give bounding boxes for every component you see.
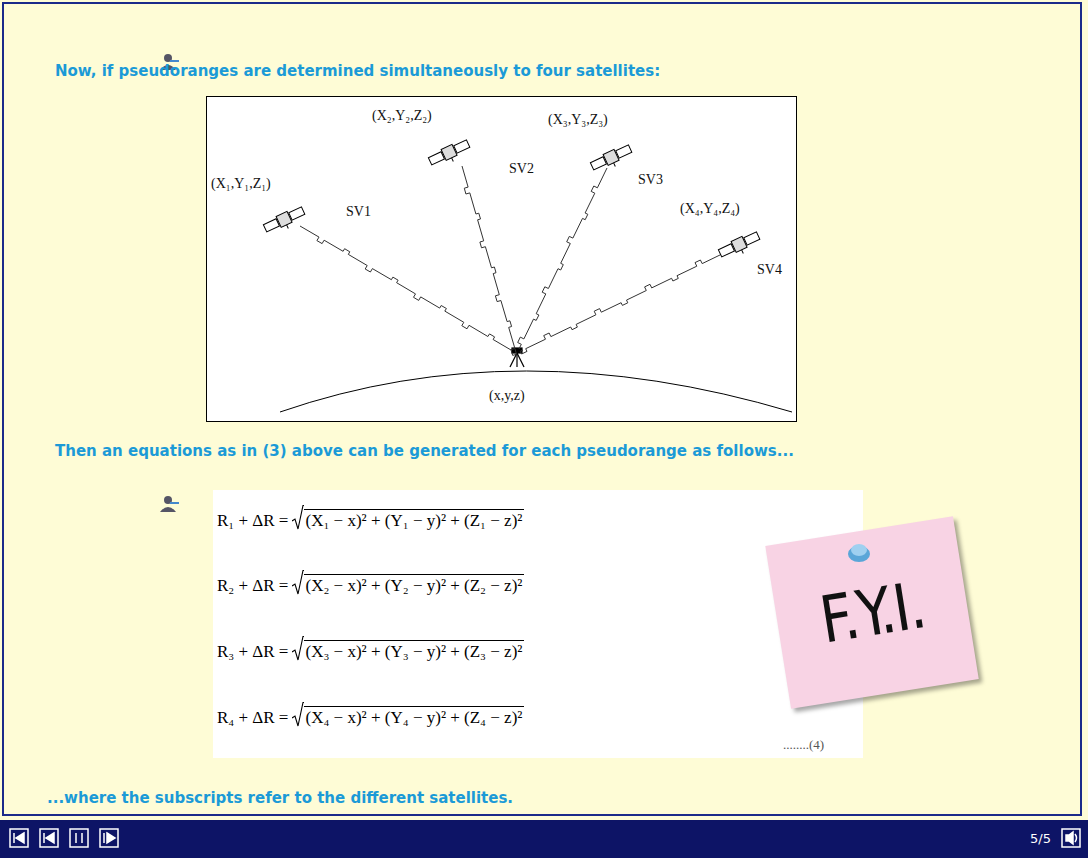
satellite-name: SV1 (346, 204, 371, 220)
signal-line (462, 166, 517, 355)
navigation-bar (0, 820, 1088, 858)
equation-left: R₄ + ΔR = (217, 708, 288, 728)
equation-left: R₁ + ΔR = (217, 511, 288, 531)
page-counter: 5/5 (1030, 831, 1051, 846)
note-text: F.Y.I. (815, 567, 929, 657)
equation-radicand: (X₂ − x)² + (Y₂ − y)² + (Z₂ − z)² (304, 574, 524, 596)
nav-buttons (10, 829, 1080, 847)
equation: R₂ + ΔR = (X₂ − x)² + (Y₂ − y)² + (Z₂ − z… (217, 570, 524, 596)
radical-sign (292, 505, 304, 531)
equation-number: ........(4) (783, 737, 824, 753)
equation: R₃ + ΔR = (X₃ − x)² + (Y₃ − y)² + (Z₃ − z… (217, 636, 524, 662)
equation-radicand: (X₃ − x)² + (Y₃ − y)² + (Z₃ − z)² (304, 640, 524, 662)
equation-radicand: (X₄ − x)² + (Y₄ − y)² + (Z₄ − z)² (304, 706, 524, 728)
coordinate-label: (X₄,Y₄,Z₄) (680, 201, 740, 217)
coordinate-label: (X₂,Y₂,Z₂) (372, 108, 432, 124)
equation: R₄ + ΔR = (X₄ − x)² + (Y₄ − y)² + (Z₄ − z… (217, 702, 524, 728)
slide-heading: Now, if pseudoranges are determined simu… (55, 62, 660, 80)
radical-sign (292, 636, 304, 662)
satellite-icon (428, 138, 473, 170)
satellite-name: SV4 (757, 262, 782, 278)
radical-sign (292, 702, 304, 728)
equation-left: R₂ + ΔR = (217, 576, 288, 596)
equation: R₁ + ΔR = (X₁ − x)² + (Y₁ − y)² + (Z₁ − z… (217, 505, 524, 531)
signal-line (520, 254, 722, 354)
equation-radicand: (X₁ − x)² + (Y₁ − y)² + (Z₁ − z)² (304, 509, 524, 531)
satellite-name: SV3 (638, 172, 663, 188)
body-text: Then an equations as in (3) above can be… (55, 441, 955, 462)
illustration-panel (206, 96, 797, 422)
signal-line (518, 168, 607, 349)
coordinate-label: (X₃,Y₃,Z₃) (548, 112, 608, 128)
sticky-note: F.Y.I. (765, 516, 978, 709)
earth-surface (280, 371, 792, 412)
signal-line (300, 226, 511, 350)
signal-paths (300, 166, 722, 355)
satellite-icon (590, 143, 635, 175)
receiver-coordinate: (x,y,z) (489, 388, 525, 404)
coordinate-label: (X₁,Y₁,Z₁) (211, 176, 271, 192)
radical-sign (292, 570, 304, 596)
equation-left: R₃ + ΔR = (217, 642, 288, 662)
body-text: ...where the subscripts refer to the dif… (47, 789, 513, 807)
satellite-icon (718, 230, 763, 262)
push-pin (844, 538, 874, 568)
satellite-name: SV2 (509, 161, 534, 177)
satellite-icon (263, 205, 308, 237)
satellites (263, 138, 763, 262)
